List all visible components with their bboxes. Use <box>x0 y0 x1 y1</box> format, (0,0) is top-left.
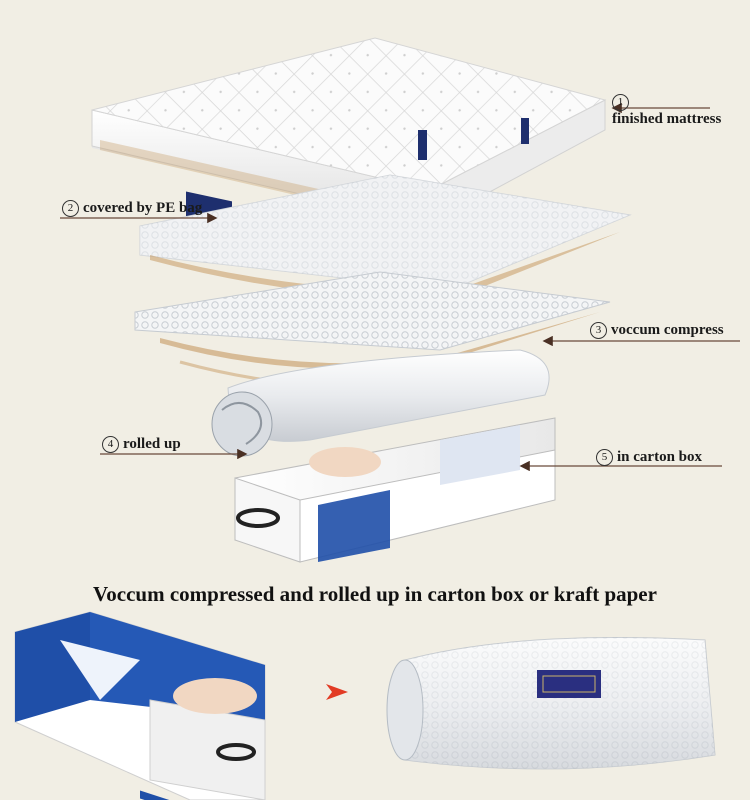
closeup-box-handle <box>216 743 256 761</box>
mattress-side-tag <box>418 130 427 160</box>
step-2-text: covered by PE bag <box>83 200 203 216</box>
red-arrow-icon <box>326 684 348 700</box>
rolled-mattress-closeup <box>386 637 716 770</box>
carton-box <box>234 417 556 563</box>
mattress-corner-tag <box>521 118 529 144</box>
step-1-text: finished mattress <box>612 111 722 127</box>
box-handle <box>236 508 280 528</box>
step-5-text: in carton box <box>617 449 703 465</box>
rolled-mattress <box>211 349 550 457</box>
pe-bag-mattress <box>139 174 632 300</box>
step-1-label: 1 finished mattress <box>612 94 722 127</box>
step-3-text: voccum compress <box>611 322 724 338</box>
box-photo-person <box>309 447 381 477</box>
roll-brand-label <box>537 670 601 698</box>
carton-box-closeup <box>14 611 266 800</box>
step-4-text: rolled up <box>123 436 181 452</box>
caption: Voccum compressed and rolled up in carto… <box>93 582 657 606</box>
closeup-photo-person <box>173 678 257 714</box>
